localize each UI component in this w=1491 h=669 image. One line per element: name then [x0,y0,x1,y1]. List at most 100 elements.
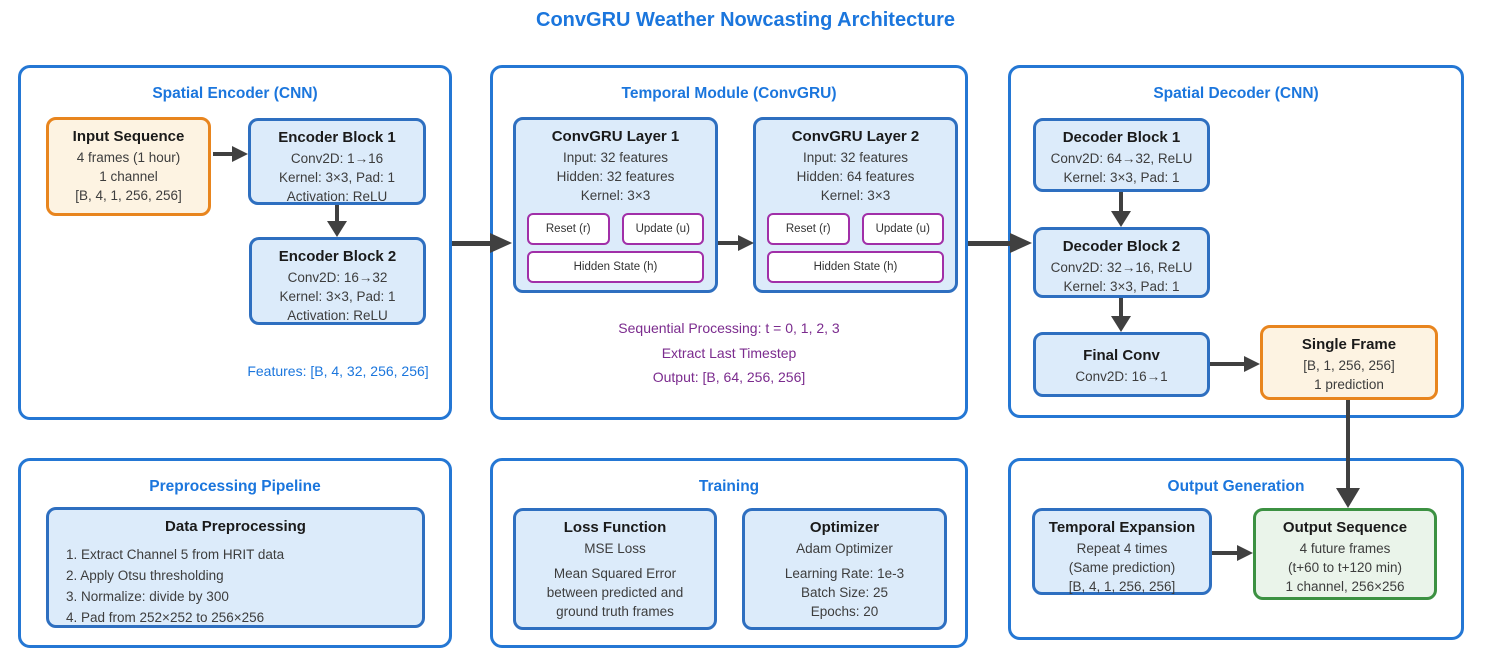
update-gate: Update (u) [621,213,704,245]
output-sequence-box: Output Sequence 4 future frames (t+60 to… [1253,508,1437,600]
box-line: Conv2D: 64→32, ReLU [1050,151,1193,166]
preprocessing-steps: 1. Extract Channel 5 from HRIT data 2. A… [49,538,422,628]
box-line: Input: 32 features [802,150,909,165]
input-sequence-box: Input Sequence 4 frames (1 hour) 1 chann… [46,117,211,216]
diagram-title: ConvGRU Weather Nowcasting Architecture [536,9,955,31]
arrow-singleframe-to-outputsequence [1335,400,1361,508]
temporal-module-title: Temporal Module (ConvGRU) [621,85,837,102]
training-panel: Training Loss Function MSE Loss Mean Squ… [490,458,968,648]
spatial-decoder-panel: Spatial Decoder (CNN) Decoder Block 1 Co… [1008,65,1464,418]
output-generation-panel: Output Generation Temporal Expansion Rep… [1008,458,1464,640]
temporal-module-panel: Temporal Module (ConvGRU) ConvGRU Layer … [490,65,968,420]
gate-row: Reset (r) Update (u) [767,213,944,245]
arrow-line [1119,192,1123,211]
box-line: Kernel: 3×3, Pad: 1 [1063,279,1180,294]
arrowhead-right-icon [1244,356,1260,372]
box-line: Conv2D: 32→16, ReLU [1050,260,1193,275]
arrow-line [1212,551,1237,555]
reset-gate: Reset (r) [767,213,850,245]
preprocessing-pipeline-panel: Preprocessing Pipeline Data Preprocessin… [18,458,452,648]
box-line: [B, 1, 256, 256] [1303,358,1395,373]
encoder-block-2-box: Encoder Block 2 Conv2D: 16→32 Kernel: 3×… [249,237,426,325]
box-line: (Same prediction) [1068,560,1176,575]
box-title: ConvGRU Layer 1 [551,128,680,145]
box-line: Repeat 4 times [1076,541,1168,556]
box-line: Hidden: 32 features [556,169,675,184]
arrow-encoder1-to-encoder2 [326,205,348,237]
box-title: ConvGRU Layer 2 [791,128,920,145]
box-line: [B, 4, 1, 256, 256] [75,188,182,203]
box-line: (t+60 to t+120 min) [1287,560,1403,575]
arrow-line [1346,400,1350,488]
box-title: Temporal Expansion [1048,519,1196,536]
box-title: Final Conv [1083,347,1160,364]
arrow-temporal-to-decoder [968,232,1032,254]
arrow-input-to-encoder1 [213,144,248,164]
loss-description: Mean Squared Error between predicted and… [546,566,684,619]
box-line: Activation: ReLU [286,189,388,204]
arrow-line [718,241,738,245]
box-line: Hidden: 64 features [796,169,915,184]
box-title: Data Preprocessing [165,518,306,535]
box-line: Kernel: 3×3, Pad: 1 [279,170,395,185]
spatial-decoder-title: Spatial Decoder (CNN) [1153,85,1319,102]
arrow-encoder-to-temporal [452,232,512,254]
box-line: Learning Rate: 1e-3 [784,566,905,581]
arrowhead-down-icon [1111,316,1131,332]
arrowhead-right-icon [738,235,754,251]
features-shape-note: Features: [B, 4, 32, 256, 256] [247,363,429,379]
arrowhead-down-icon [1336,488,1360,508]
box-line: Batch Size: 25 [800,585,889,600]
arrowhead-down-icon [327,221,347,237]
box-title: Decoder Block 2 [1062,238,1181,255]
update-gate: Update (u) [861,213,944,245]
loss-function-box: Loss Function MSE Loss Mean Squared Erro… [513,508,717,630]
box-line: Kernel: 3×3 [820,188,891,203]
box-line: Input: 32 features [562,150,669,165]
output-shape-note: Output: [B, 64, 256, 256] [652,369,806,385]
box-line: Adam Optimizer [796,541,893,556]
arrow-line [1119,298,1123,316]
box-title: Output Sequence [1282,519,1408,536]
box-line: Conv2D: 16→1 [1075,369,1168,384]
box-line: Conv2D: 1→16 [290,151,384,166]
step-item: 1. Extract Channel 5 from HRIT data [66,547,285,562]
arrow-line [968,240,1010,246]
box-line: MSE Loss [584,541,646,556]
box-line: 4 frames (1 hour) [76,150,181,165]
arrow-decoder2-to-finalconv [1110,298,1132,332]
single-frame-box: Single Frame [B, 1, 256, 256] 1 predicti… [1260,325,1438,400]
arrowhead-right-icon [1010,233,1032,253]
box-line: Kernel: 3×3, Pad: 1 [1063,170,1180,185]
temporal-expansion-box: Temporal Expansion Repeat 4 times (Same … [1032,508,1212,595]
spatial-encoder-title: Spatial Encoder (CNN) [152,85,318,102]
sequential-processing-note: Sequential Processing: t = 0, 1, 2, 3 [618,320,840,336]
arrowhead-right-icon [232,146,248,162]
box-line: 1 channel [99,169,158,184]
box-title: Single Frame [1301,336,1397,353]
hidden-state-gate: Hidden State (h) [767,251,944,283]
decoder-block-1-box: Decoder Block 1 Conv2D: 64→32, ReLU Kern… [1033,118,1210,192]
box-line: 4 future frames [1299,541,1391,556]
reset-gate: Reset (r) [527,213,610,245]
arrowhead-down-icon [1111,211,1131,227]
box-line: 1 channel, 256×256 [1285,579,1405,594]
gru-gates: Reset (r) Update (u) Hidden State (h) [767,213,944,283]
step-item: 3. Normalize: divide by 300 [66,589,229,604]
arrow-expansion-to-outputsequence [1212,543,1253,563]
step-item: 2. Apply Otsu thresholding [66,568,224,583]
box-title: Loss Function [563,519,667,536]
spatial-encoder-panel: Spatial Encoder (CNN) Input Sequence 4 f… [18,65,452,420]
box-title: Encoder Block 1 [278,129,396,146]
box-line: [B, 4, 1, 256, 256] [1068,579,1176,594]
arrow-line [213,152,232,156]
box-line: Epochs: 20 [810,604,879,619]
box-line: 1 prediction [1314,377,1384,392]
arrow-line [335,205,339,221]
output-generation-title: Output Generation [1167,478,1305,495]
extract-last-timestep-note: Extract Last Timestep [661,345,797,361]
convgru-layer-2-box: ConvGRU Layer 2 Input: 32 features Hidde… [753,117,958,293]
decoder-block-2-box: Decoder Block 2 Conv2D: 32→16, ReLU Kern… [1033,227,1210,298]
box-title: Decoder Block 1 [1062,129,1181,146]
